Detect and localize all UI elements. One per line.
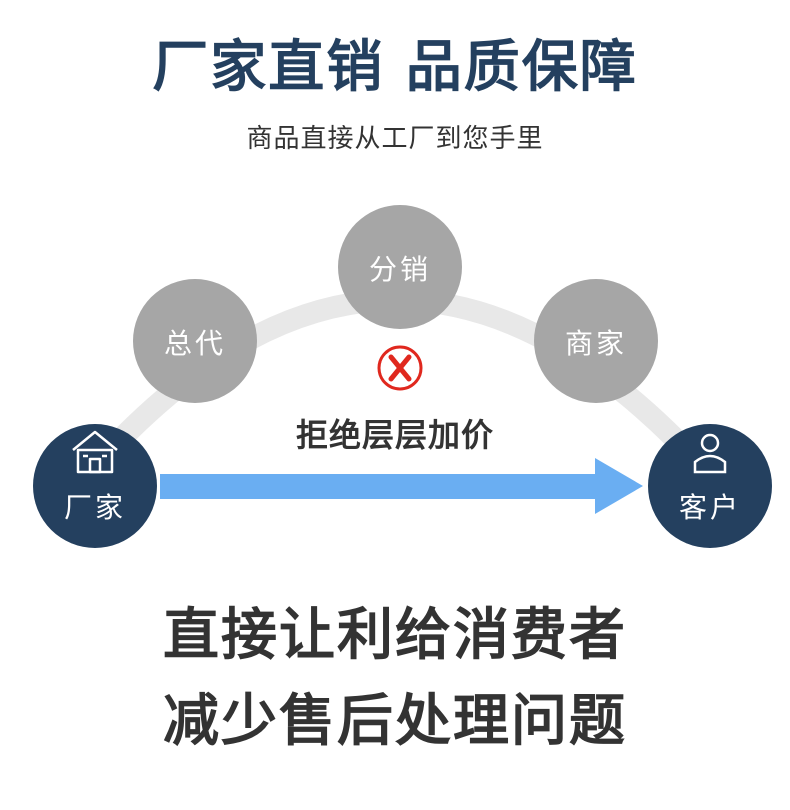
direct-arrow	[160, 458, 643, 514]
distribution-label: 分销	[368, 253, 431, 286]
benefit-line-1: 直接让利给消费者	[163, 603, 627, 668]
customer-circle	[648, 424, 772, 548]
factory-label: 厂家	[63, 491, 126, 524]
customer-label: 客户	[678, 491, 741, 524]
merchant-circle	[534, 279, 658, 403]
benefit-line-2: 减少售后处理问题	[163, 689, 627, 754]
page-subtitle: 商品直接从工厂到您手里	[246, 124, 544, 154]
merchant-label: 商家	[564, 327, 627, 360]
page-title: 厂家直销 品质保障	[152, 35, 638, 100]
user-icon	[693, 433, 727, 474]
factory-circle	[33, 424, 157, 548]
agent-circle	[133, 279, 257, 403]
factory-icon	[72, 430, 118, 474]
agent-label: 总代	[163, 327, 226, 360]
reject-markup-text: 拒绝层层加价	[295, 416, 494, 454]
x-mark-icon	[377, 345, 423, 391]
distribution-circle	[338, 205, 462, 329]
